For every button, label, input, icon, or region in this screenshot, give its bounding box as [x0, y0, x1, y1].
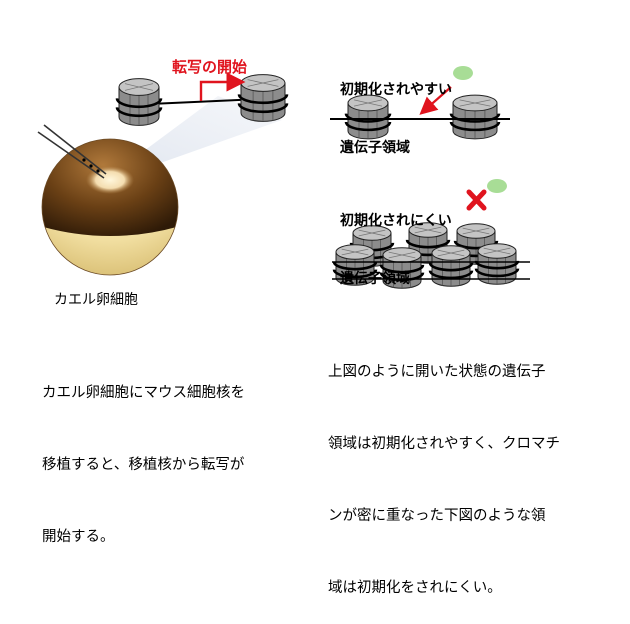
left-caption-line: 開始する。 [42, 529, 115, 545]
easy-region-label-line1: 初期化されやすい [340, 82, 452, 98]
right-caption: 上図のように開いた状態の遺伝子 領域は初期化されやすく、クロマチ ンが密に重なっ… [328, 312, 560, 624]
reprogramming-factor [453, 66, 473, 80]
frog-egg-label: カエル卵細胞 [54, 292, 138, 308]
transcription-start-label: 転写の開始 [172, 58, 248, 76]
factor-binding-arrow [419, 86, 452, 115]
blocked-x-icon [466, 189, 487, 211]
left-caption-line: カエル卵細胞にマウス細胞核を [42, 385, 245, 401]
left-caption: カエル卵細胞にマウス細胞核を 移植すると、移植核から転写が 開始する。 [42, 333, 245, 573]
hard-region-label-line2: 遺伝子領域 [340, 271, 410, 287]
easy-region-label: 初期化されやすい 遺伝子領域 [340, 42, 452, 177]
frog-egg [42, 139, 178, 275]
right-caption-line: ンが密に重なった下図のような領 [328, 508, 546, 524]
dna-strand-compact [332, 261, 530, 280]
figure-canvas [37, 66, 530, 289]
micropipette [37, 124, 107, 179]
easy-region-label-line2: 遺伝子領域 [340, 140, 410, 156]
nucleosome-compact [332, 244, 378, 286]
nucleosome [449, 94, 501, 140]
reprogramming-factor-blocked [487, 179, 507, 193]
right-caption-line: 領域は初期化されやすく、クロマチ [328, 436, 560, 452]
hard-region-label: 初期化されにくい 遺伝子領域 [340, 173, 452, 308]
nucleosome [115, 78, 163, 126]
hard-region-label-line1: 初期化されにくい [340, 213, 452, 229]
left-caption-line: 移植すると、移植核から転写が [42, 457, 245, 473]
nucleosome-compact [379, 247, 425, 289]
nucleosome [344, 94, 392, 140]
transcription-arrow [199, 72, 246, 101]
right-caption-line: 域は初期化をされにくい。 [328, 580, 502, 596]
nucleosome-compact [474, 243, 520, 285]
nucleosome [237, 74, 289, 122]
right-caption-line: 上図のように開いた状態の遺伝子 [328, 364, 546, 380]
